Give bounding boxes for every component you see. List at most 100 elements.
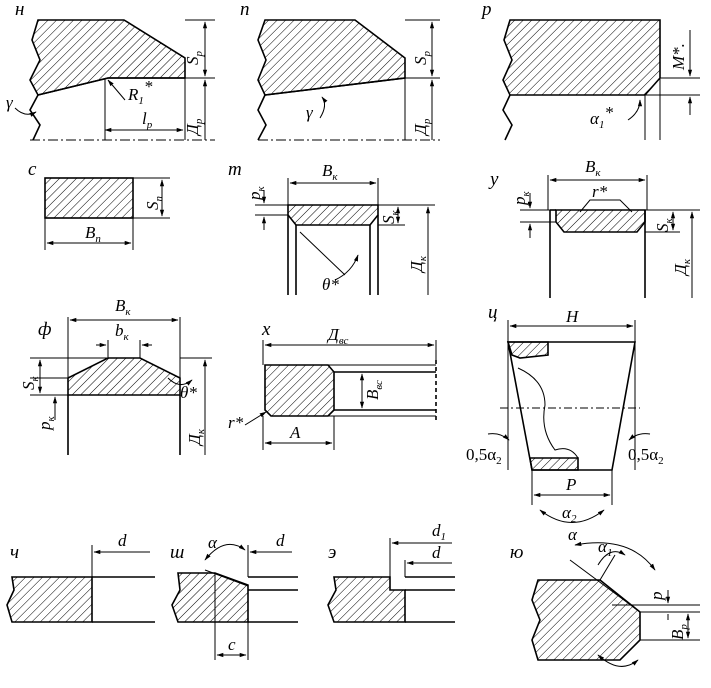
d-label: Д: [326, 325, 340, 344]
svg-text:lр: lр: [142, 109, 153, 131]
alpha1-subscript: 1: [607, 547, 613, 559]
b-subscript: р: [678, 624, 690, 631]
s-subscript: к: [29, 376, 41, 382]
d-subscript: к: [681, 258, 693, 264]
svg-text:Bвс: Bвс: [363, 380, 385, 400]
svg-text:Bк: Bк: [322, 161, 338, 183]
d-subscript: к: [417, 255, 429, 261]
panel-s: [44, 177, 170, 250]
s-label: S: [411, 56, 430, 65]
d-label: d: [276, 531, 285, 550]
gamma-label: γ: [306, 103, 314, 122]
p-subscript: к: [520, 191, 532, 197]
r-star: *: [144, 77, 153, 96]
b-subscript: вс: [373, 380, 385, 390]
d-subscript: р: [421, 118, 433, 125]
svg-text:Дк: Дк: [671, 258, 693, 277]
b-small-label: b: [115, 321, 124, 340]
svg-text:Sк: Sк: [19, 376, 41, 391]
svg-text:α2: α2: [562, 503, 577, 525]
svg-text:Sк: Sк: [379, 210, 401, 225]
s-subscript: р: [421, 51, 433, 58]
svg-text:bк: bк: [115, 321, 130, 343]
h-label: H: [565, 307, 580, 326]
d-label: Д: [407, 260, 426, 274]
svg-text:pк: pк: [510, 191, 532, 207]
panel-e: [327, 538, 455, 623]
d-label: d: [118, 531, 127, 550]
panel-label-f: ф: [38, 319, 52, 340]
half-alpha-left-subscript: 2: [496, 455, 502, 467]
svg-text:Дк: Дк: [185, 428, 207, 447]
panel-ch: [6, 545, 155, 623]
panel-label-yu: ю: [510, 542, 523, 563]
s-label: S: [183, 56, 202, 65]
p-label: p: [245, 192, 264, 202]
d-label: d: [432, 543, 441, 562]
half-alpha-left-label: 0,5α: [466, 445, 496, 464]
svg-text:α1*: α1*: [590, 103, 613, 131]
d-label: Д: [185, 433, 204, 447]
d1-label: d: [432, 521, 441, 540]
panel-n1: [14, 19, 215, 141]
d-subscript: р: [193, 118, 205, 125]
panel-p: [502, 19, 700, 141]
svg-text:Sр: Sр: [183, 51, 205, 66]
panel-t: [255, 178, 435, 295]
alpha-label: α: [208, 533, 218, 552]
alpha1-label: α: [598, 537, 608, 556]
svg-text:Bк: Bк: [585, 157, 601, 179]
alpha-subscript: 1: [599, 119, 605, 131]
b-label: B: [115, 296, 126, 315]
b-label: B: [668, 629, 687, 640]
panel-n2: [257, 19, 440, 141]
m-label: M*.: [669, 43, 688, 71]
break-line: [29, 94, 41, 141]
svg-text:R1*: R1*: [127, 77, 153, 107]
theta-label: θ*: [180, 383, 197, 402]
b-label: B: [322, 161, 333, 180]
svg-text:Sр: Sр: [411, 51, 433, 66]
p-subscript: к: [255, 186, 267, 192]
svg-text:Sк: Sк: [653, 218, 675, 233]
b-subscript: к: [125, 306, 131, 318]
gamma-arc: [14, 107, 37, 117]
dim-r-arrow: [107, 79, 126, 101]
b-subscript: к: [595, 167, 601, 179]
p-label: p: [35, 422, 54, 432]
r-label: r*: [228, 413, 244, 432]
panel-label-n1: н: [15, 0, 24, 20]
d1-subscript: 1: [441, 531, 447, 543]
svg-text:Bп: Bп: [85, 223, 101, 245]
svg-text:Bк: Bк: [115, 296, 131, 318]
s-subscript: п: [153, 196, 165, 202]
half-alpha-right-subscript: 2: [658, 455, 664, 467]
b-subscript: к: [332, 171, 338, 183]
panel-label-sh: ш: [170, 542, 184, 563]
r-subscript: 1: [138, 95, 144, 107]
alpha-star: *: [604, 103, 613, 122]
alpha-label: α: [590, 109, 600, 128]
c-label: c: [228, 635, 236, 654]
panel-sh: [171, 543, 298, 660]
alpha-label: α: [568, 525, 578, 544]
s-label: S: [143, 201, 162, 210]
panel-x: [244, 340, 437, 450]
s-label: S: [19, 381, 38, 390]
svg-text:Дк: Дк: [407, 255, 429, 274]
labels: н γ R1* lр Sр Др п γ Sр Др р M*. α1* с S…: [6, 0, 693, 654]
panel-yu: [531, 541, 700, 667]
l-label: l: [142, 109, 147, 128]
svg-text:0,5α2: 0,5α2: [466, 445, 502, 467]
d-subscript: вс: [339, 335, 349, 347]
svg-text:d1: d1: [432, 521, 446, 543]
r-label: r*: [592, 182, 608, 201]
s-label: S: [379, 215, 398, 224]
d-label: Д: [411, 123, 430, 137]
p-subscript: к: [45, 416, 57, 422]
s-subscript: р: [193, 51, 205, 58]
b-label: B: [363, 389, 382, 400]
b-label: B: [85, 223, 96, 242]
d-subscript: к: [195, 428, 207, 434]
theta-label: θ*: [322, 275, 339, 294]
